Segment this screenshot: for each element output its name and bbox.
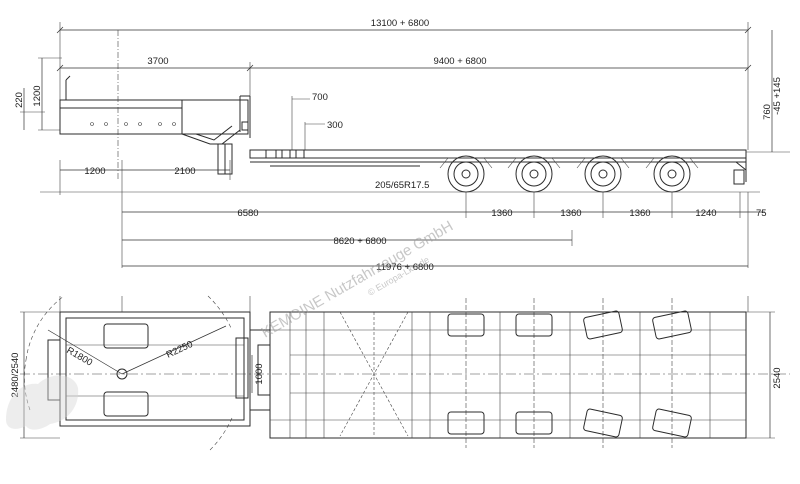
extended-11976-label: 11976 + 6800 [376, 262, 434, 273]
front-2100-label: 2100 [174, 166, 195, 177]
height-220-label: 220 [14, 92, 25, 108]
front-height-dimensions: 1200 220 [14, 57, 62, 131]
axle-spacing-dimensions: 6580 1360 1360 1360 1240 75 [121, 192, 767, 268]
width-dimensions: 2480/2540 2540 1000 [10, 311, 783, 439]
tyre-size-label: 205/65R17.5 [375, 180, 429, 191]
extended-8620-label: 8620 + 6800 [333, 236, 386, 247]
dim-300-label: 300 [327, 120, 343, 131]
top-wheels [447, 310, 692, 438]
wheel-axle-1 [439, 155, 493, 193]
radius-r2250-label: R2250 [165, 339, 195, 361]
wheel-axle-2 [507, 155, 561, 193]
overall-length-dimension: 13100 + 6800 [56, 18, 752, 150]
axle-1240-label: 1240 [695, 208, 716, 219]
top-view: R1800 R2250 [10, 295, 790, 453]
watermark: KEMOINE Nutzfahrzeuge GmbH © Europa-Lkw.… [6, 218, 456, 430]
overall-length-label: 13100 + 6800 [371, 18, 429, 29]
extended-11976-dimension: 11976 + 6800 [122, 262, 748, 273]
gooseneck [59, 75, 251, 175]
x-bracing [339, 311, 409, 437]
gooseneck-platform-dimension: 3700 9400 + 6800 [56, 56, 752, 115]
side-view: 13100 + 6800 3700 9400 + 6800 700 300 [14, 18, 790, 273]
platform-length-label: 9400 + 6800 [433, 56, 486, 67]
front-1200-label: 1200 [84, 166, 105, 177]
axle-1360a-label: 1360 [491, 208, 512, 219]
deck-height-label: 760 [762, 104, 773, 120]
watermark-logo [6, 375, 79, 430]
front-axle-dimensions: 1200 2100 [59, 160, 231, 200]
dim-700-label: 700 [312, 92, 328, 103]
deck-height-dimension: 760 -45 +145 [762, 30, 783, 152]
axle-1360b-label: 1360 [560, 208, 581, 219]
axle-75-label: 75 [756, 208, 767, 219]
small-dimensions: 700 300 [291, 92, 343, 150]
main-deck [249, 149, 790, 185]
deck-top [269, 311, 747, 439]
width-center-label: 1000 [254, 363, 265, 384]
height-1200-label: 1200 [32, 85, 43, 106]
axle-1360c-label: 1360 [629, 208, 650, 219]
extended-8620-dimension: 8620 + 6800 [122, 230, 573, 247]
deck-tolerance-label: -45 +145 [772, 77, 783, 115]
width-right-label: 2540 [772, 367, 783, 388]
axle-6580-label: 6580 [237, 208, 258, 219]
gooseneck-top [59, 311, 251, 427]
wheel-axle-4 [645, 155, 699, 193]
wheel-axle-3 [576, 155, 630, 193]
width-left-label: 2480/2540 [10, 353, 21, 398]
gooseneck-length-label: 3700 [147, 56, 168, 67]
